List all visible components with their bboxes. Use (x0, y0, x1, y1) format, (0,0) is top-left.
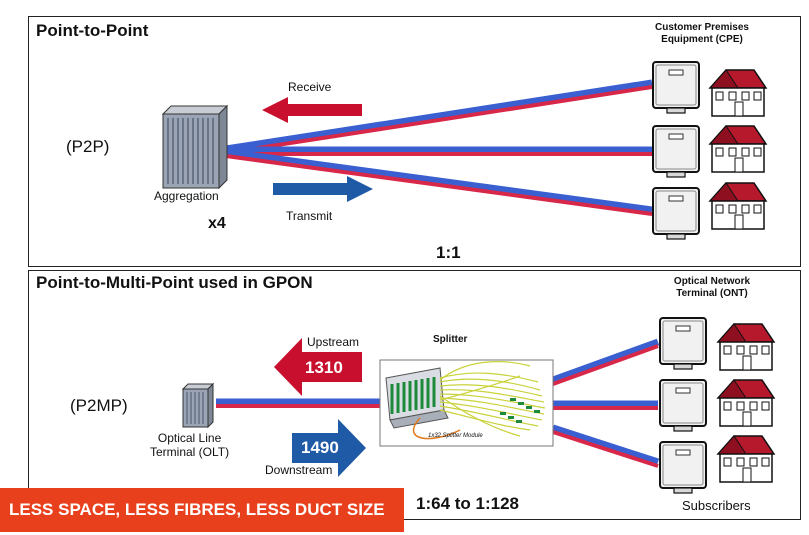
aggregation-label: Aggregation (154, 189, 219, 203)
p2p-section-title: Point-to-Point (36, 21, 149, 40)
olt-label: Optical Line Terminal (OLT) (150, 431, 229, 459)
splitter-caption: 1x32 Splitter Module (428, 433, 483, 439)
ont-device-icon (659, 317, 707, 494)
splitter-module-image (379, 359, 554, 447)
cpe-label-line1: Customer Premises (655, 22, 749, 33)
transmit-label: Transmit (286, 209, 333, 223)
downstream-label: Downstream (265, 463, 333, 477)
receive-arrow-icon (262, 97, 362, 123)
downstream-wavelength: 1490 (301, 438, 339, 457)
olt-label-line1: Optical Line (157, 431, 222, 445)
upstream-wavelength: 1310 (305, 358, 343, 377)
p2mp-mode-label: (P2MP) (70, 396, 128, 415)
splitter-label: Splitter (433, 334, 468, 345)
cpe-device-icon (652, 61, 700, 240)
summary-banner: LESS SPACE, LESS FIBRES, LESS DUCT SIZE (0, 488, 404, 532)
multiplier-label: x4 (208, 215, 226, 232)
p2mp-section-title: Point-to-Multi-Point used in GPON (36, 273, 313, 292)
olt-device-icon (181, 382, 215, 429)
transmit-arrow-icon (273, 176, 373, 202)
ont-label-line2: Terminal (ONT) (676, 288, 748, 299)
upstream-label: Upstream (307, 335, 360, 349)
summary-banner-text: LESS SPACE, LESS FIBRES, LESS DUCT SIZE (9, 500, 385, 519)
p2p-fiber-links (225, 79, 653, 216)
subscribers-label: Subscribers (682, 498, 751, 513)
downstream-arrow-icon (292, 419, 366, 477)
cpe-label: Customer Premises Equipment (CPE) (640, 22, 764, 46)
house-icon (717, 323, 775, 483)
cpe-label-line2: Equipment (CPE) (661, 34, 743, 45)
olt-label-line2: Terminal (OLT) (150, 445, 230, 459)
ont-label: Optical Network Terminal (ONT) (650, 276, 774, 300)
receive-label: Receive (288, 80, 332, 94)
aggregation-rack-icon (161, 104, 229, 190)
house-icon (709, 69, 767, 230)
p2mp-fiber-links (216, 338, 660, 468)
p2p-mode-label: (P2P) (66, 137, 110, 156)
upstream-arrow-icon (274, 338, 362, 396)
ont-label-line1: Optical Network (673, 276, 751, 287)
p2mp-ratio: 1:64 to 1:128 (416, 494, 519, 513)
p2p-ratio: 1:1 (436, 243, 461, 262)
